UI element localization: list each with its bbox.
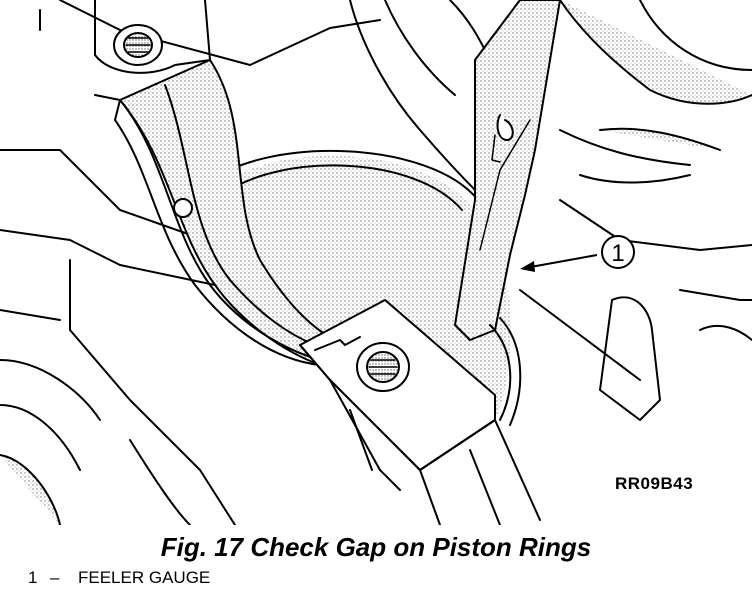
piston-ring bbox=[489, 317, 522, 426]
figure-caption: Fig. 17 Check Gap on Piston Rings bbox=[160, 532, 592, 562]
legend-number: 1 bbox=[28, 568, 38, 587]
legend-item: 1–FEELER GAUGE bbox=[28, 568, 210, 588]
figure-reference-code: RR09B43 bbox=[615, 474, 694, 493]
feeler-gauge bbox=[454, 0, 561, 341]
callout-1: 1 bbox=[520, 235, 635, 272]
bearing-cap-bolt-block bbox=[299, 299, 541, 525]
callout-number: 1 bbox=[611, 240, 624, 267]
engine-block bbox=[0, 0, 752, 525]
bearing-cap bbox=[94, 0, 346, 366]
figure-legend: 1–FEELER GAUGE bbox=[28, 568, 210, 588]
technician-hand bbox=[349, 0, 752, 196]
legend-separator: – bbox=[50, 568, 60, 587]
legend-label: FEELER GAUGE bbox=[78, 568, 211, 587]
piston-ring-gap-illustration: 1 bbox=[0, 0, 752, 525]
